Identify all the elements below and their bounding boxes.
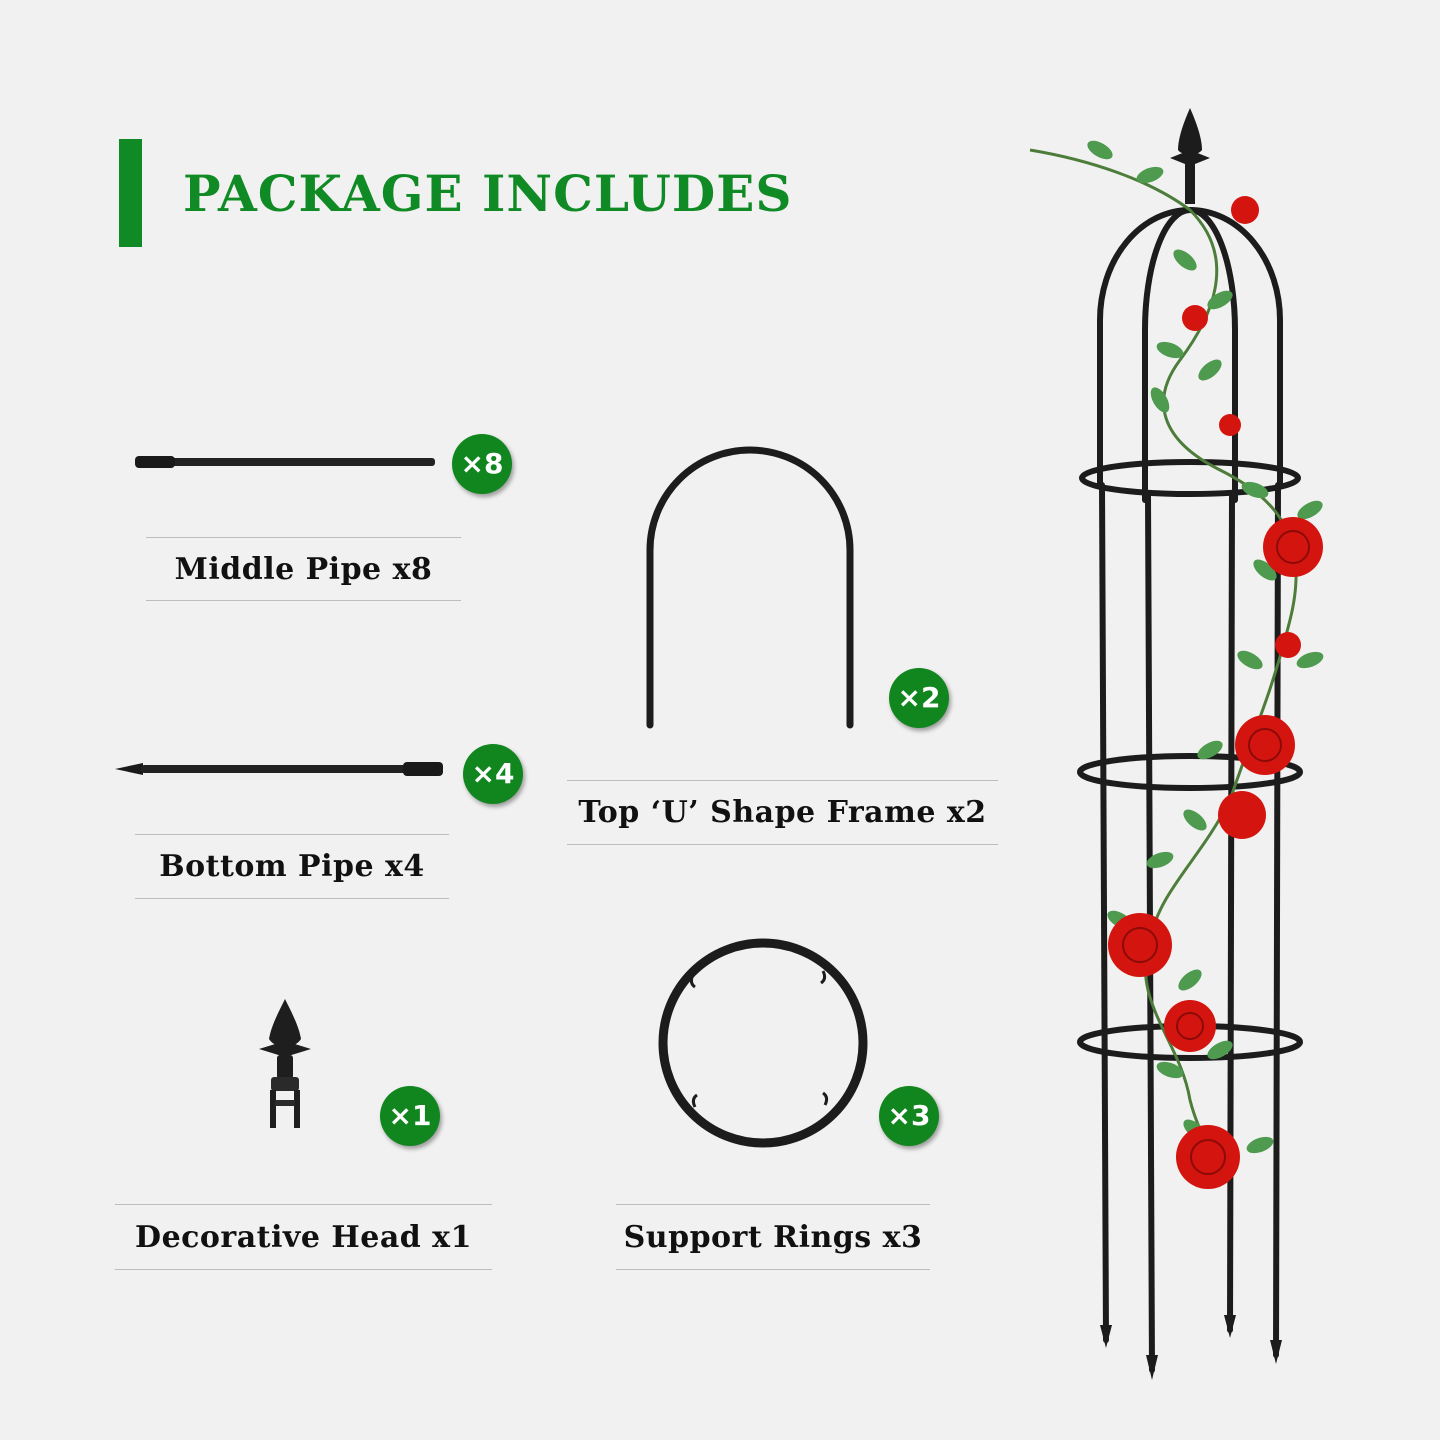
u-frame-icon (646, 446, 854, 729)
bottom-pipe-label-box: Bottom Pipe x4 (135, 834, 449, 899)
decorative-head-label: Decorative Head x1 (135, 1219, 472, 1255)
obelisk-trellis-with-roses-icon (1029, 108, 1324, 1380)
heading-accent-bar (119, 139, 142, 247)
middle-pipe-icon (135, 456, 435, 468)
middle-pipe-label: Middle Pipe x8 (174, 551, 433, 587)
bottom-pipe-icon (115, 762, 443, 776)
support-ring-label: Support Rings x3 (623, 1219, 923, 1255)
u-frame-label-box: Top ‘U’ Shape Frame x2 (567, 780, 998, 845)
bottom-pipe-label: Bottom Pipe x4 (159, 849, 425, 884)
decorative-head-quantity-badge: ×1 (380, 1086, 440, 1146)
support-ring-quantity-badge: ×3 (879, 1086, 939, 1146)
decorative-head-label-box: Decorative Head x1 (115, 1204, 492, 1270)
u-frame-label: Top ‘U’ Shape Frame x2 (578, 795, 987, 830)
support-ring-icon (658, 938, 868, 1148)
bottom-pipe-quantity-badge: ×4 (463, 744, 523, 804)
decorative-head-icon (259, 999, 311, 1128)
middle-pipe-label-box: Middle Pipe x8 (146, 537, 461, 601)
support-ring-label-box: Support Rings x3 (616, 1204, 930, 1270)
u-frame-quantity-badge: ×2 (889, 668, 949, 728)
middle-pipe-quantity-badge: ×8 (452, 434, 512, 494)
page-title: PACKAGE INCLUDES (183, 164, 793, 223)
